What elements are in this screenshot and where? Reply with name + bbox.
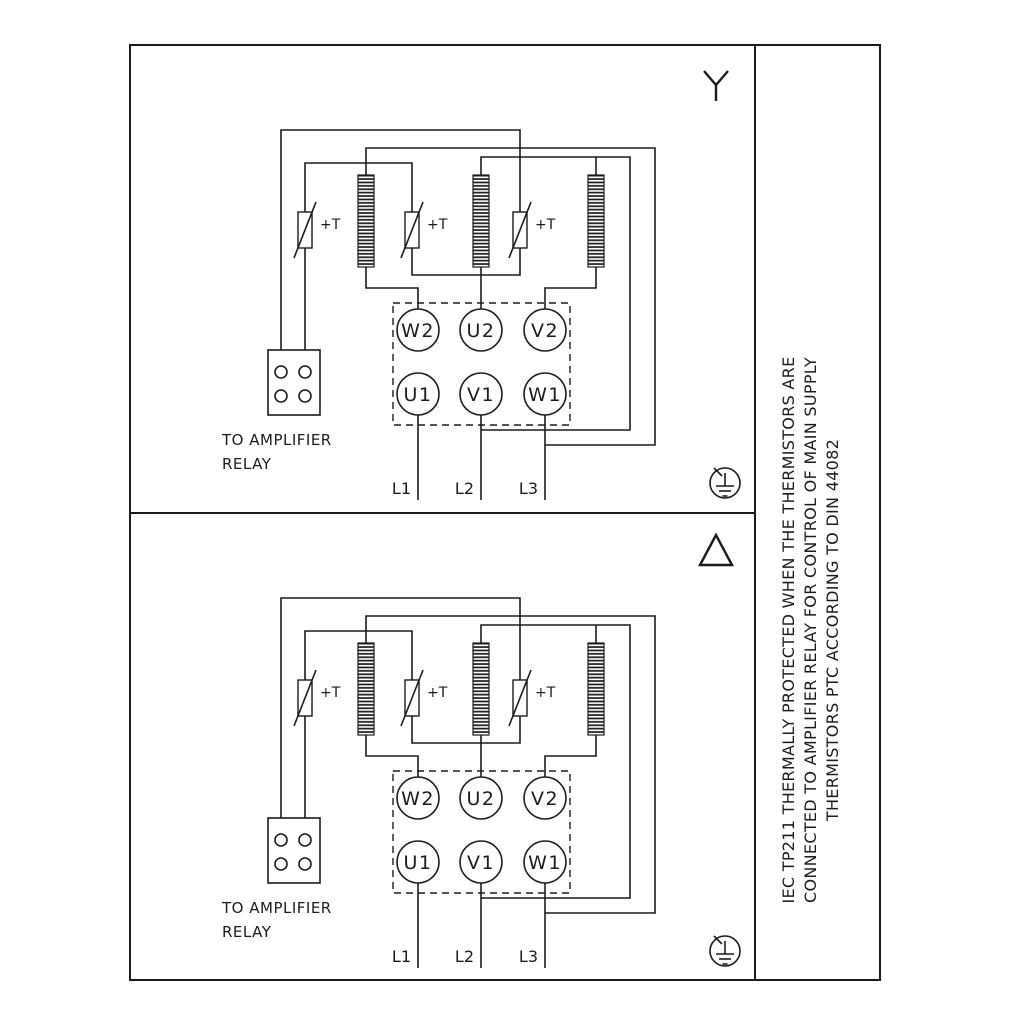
thermistor-label: +T — [535, 685, 556, 701]
side-note: IEC TP211 THERMALLY PROTECTED WHEN THE T… — [779, 356, 842, 903]
side-note-line3: THERMISTORS PTC ACCORDING TO DIN 44082 — [823, 439, 842, 822]
delta-icon — [698, 532, 734, 567]
supply-label-l1: L1 — [392, 479, 411, 498]
star-connection-diagram: W2 U2 V2 U1 V1 W1 +T +T +T TO AMPLIFIER … — [221, 70, 741, 501]
delta-connection-diagram: W2 U2 V2 U1 V1 W1 +T +T +T TO AMPLIFIER … — [221, 532, 741, 969]
side-note-line1: IEC TP211 THERMALLY PROTECTED WHEN THE T… — [779, 356, 798, 903]
terminal-label-v2: V2 — [531, 788, 559, 810]
terminal-label-w2: W2 — [401, 320, 435, 342]
thermistor-label: +T — [320, 685, 341, 701]
terminal-label-v1: V1 — [467, 384, 495, 406]
terminal-label-u1: U1 — [404, 852, 433, 874]
relay-caption-line2: RELAY — [222, 455, 272, 473]
terminal-label-w1: W1 — [528, 384, 562, 406]
star-icon — [703, 70, 729, 101]
thermistor-label: +T — [427, 685, 448, 701]
terminal-label-u2: U2 — [467, 320, 496, 342]
relay-caption-line1: TO AMPLIFIER — [221, 899, 332, 917]
terminal-label-v1: V1 — [467, 852, 495, 874]
supply-label-l3: L3 — [519, 479, 538, 498]
supply-label-l1: L1 — [392, 947, 411, 966]
drawing-frame — [129, 44, 881, 981]
supply-label-l2: L2 — [455, 947, 474, 966]
terminal-label-v2: V2 — [531, 320, 559, 342]
thermistor-label: +T — [320, 217, 341, 233]
circuit-graphics — [267, 597, 741, 969]
side-note-line2: CONNECTED TO AMPLIFIER RELAY FOR CONTROL… — [801, 357, 820, 903]
terminal-label-w2: W2 — [401, 788, 435, 810]
supply-label-l2: L2 — [455, 479, 474, 498]
terminal-label-w1: W1 — [528, 852, 562, 874]
relay-caption-line1: TO AMPLIFIER — [221, 431, 332, 449]
circuit-graphics — [267, 129, 741, 501]
terminal-label-u1: U1 — [404, 384, 433, 406]
supply-label-l3: L3 — [519, 947, 538, 966]
thermistor-label: +T — [427, 217, 448, 233]
thermistor-label: +T — [535, 217, 556, 233]
relay-caption-line2: RELAY — [222, 923, 272, 941]
terminal-label-u2: U2 — [467, 788, 496, 810]
